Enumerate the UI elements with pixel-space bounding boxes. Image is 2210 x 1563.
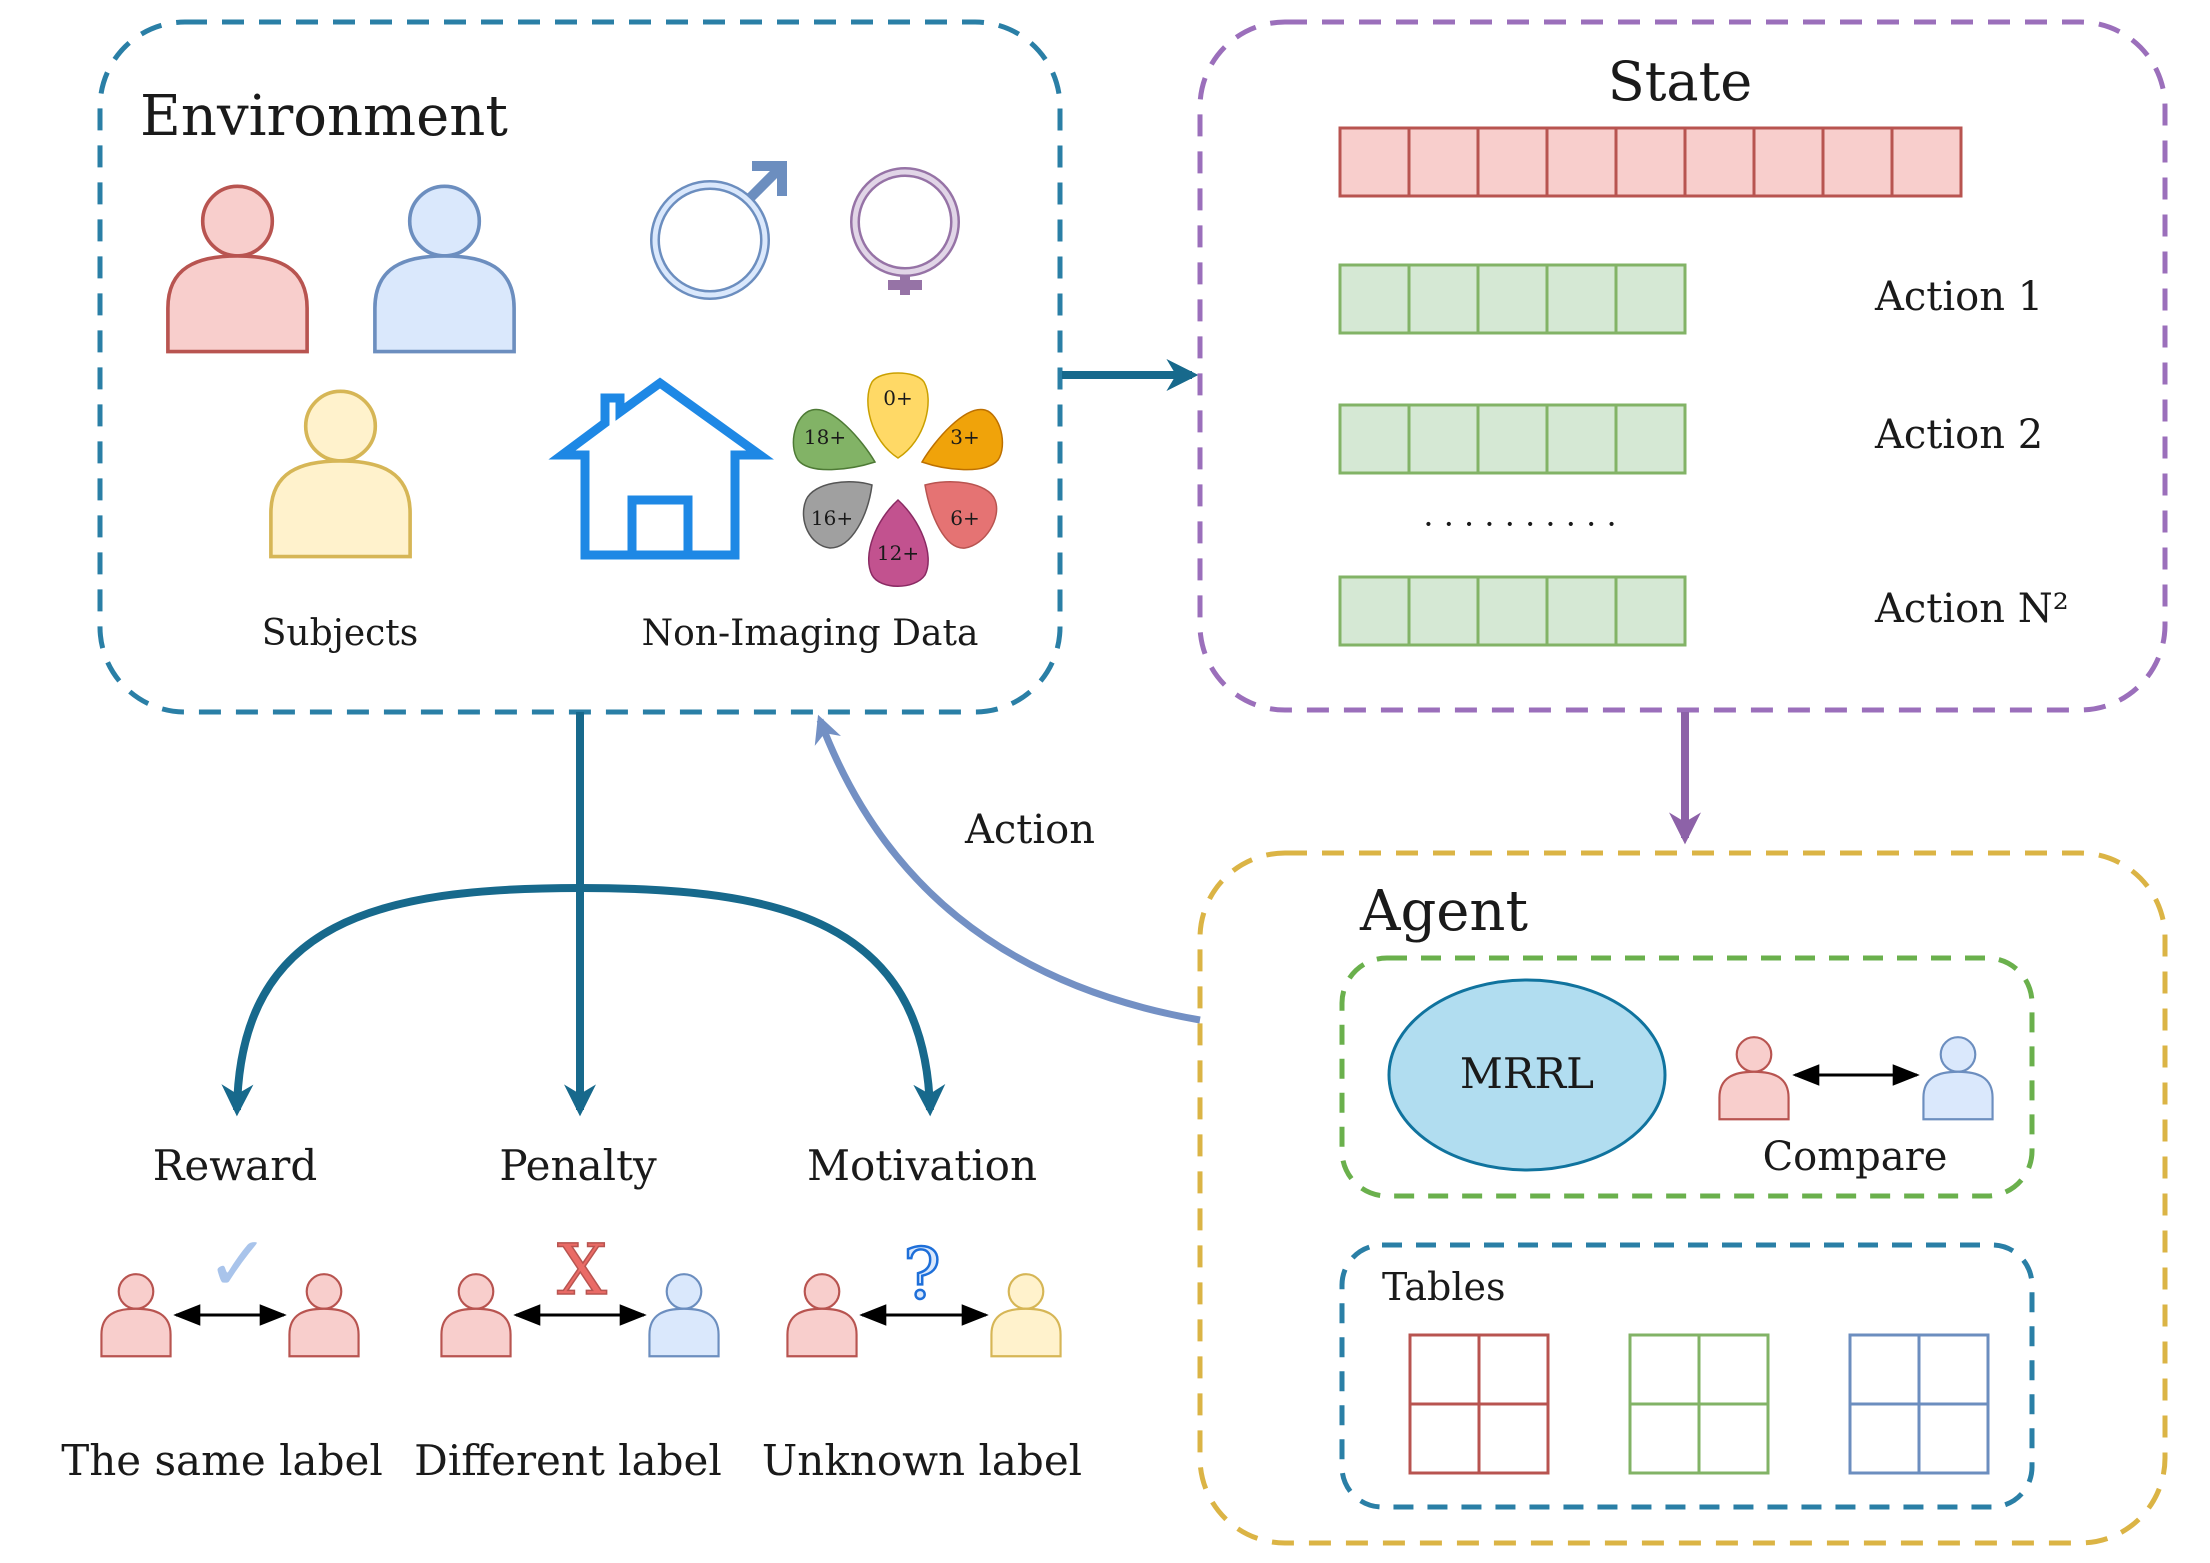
age-petal-12: 12+ [868,498,929,587]
age-ratings-icon: 0+ 3+ 6+ 12+ 16+ 18+ [792,372,1004,587]
reward-person-a-icon [100,1272,172,1358]
mrrl-model [1387,978,1667,1172]
state-title: State [1608,50,1753,113]
agent-panel: Agent MRRL Compare Tables [1197,850,2168,1546]
state-vector [1338,126,1963,198]
action-vector-1 [1338,263,1687,335]
check-icon: ✓ [206,1219,270,1308]
penalty-pair: X [440,1228,720,1358]
male-symbol-fill [652,182,768,298]
subjects-label: Subjects [262,613,418,654]
svg-text:0+: 0+ [883,386,912,410]
subject-yellow-icon [269,389,412,559]
table-blue [1848,1333,1990,1475]
environment-title: Environment [140,84,508,149]
reward-label: Reward [153,1141,317,1190]
action-1-label: Action 1 [1874,274,2043,320]
action-vector-n [1338,575,1687,647]
agent-title: Agent [1359,879,1528,944]
svg-text:3+: 3+ [950,425,979,449]
agent-to-env-arrow [814,714,1201,1024]
female-symbol-icon [850,167,960,295]
age-petal-18: 18+ [792,408,877,471]
tables-group-border [1339,1242,2035,1510]
subject-blue-icon [373,184,516,354]
tables-label: Tables [1382,1265,1506,1309]
motivation-label: Motivation [807,1141,1037,1190]
female-symbol-fill [852,169,958,275]
motivation-person-a-icon [786,1272,858,1358]
reward-person-b-icon [288,1272,360,1358]
action-label: Action [964,807,1095,853]
penalty-label: Penalty [499,1141,657,1190]
ellipsis: · · · · · · · · · · [1423,505,1616,543]
non-imaging-label: Non-Imaging Data [642,613,979,654]
reward-pair: ✓ [100,1219,360,1358]
action-2-label: Action 2 [1874,412,2043,458]
unknown-label-text: Unknown label [762,1436,1082,1485]
house-icon [548,377,774,560]
agent-border [1197,850,2168,1546]
same-label-text: The same label [61,1436,383,1485]
different-label-text: Different label [414,1436,722,1485]
compare-person-red-icon [1718,1035,1790,1121]
action-vector-2 [1338,403,1687,475]
reward-arrow [221,884,581,1117]
compare-person-blue-icon [1922,1035,1994,1121]
penalty-person-b-icon [648,1272,720,1358]
svg-text:12+: 12+ [877,541,919,565]
penalty-person-a-icon [440,1272,512,1358]
svg-text:6+: 6+ [950,506,979,530]
age-petal-3: 3+ [920,408,1004,471]
motivation-arrow [579,884,946,1117]
table-red [1408,1333,1550,1475]
motivation-person-b-icon [990,1272,1062,1358]
feedback-arrows [221,712,946,1117]
age-petal-16: 16+ [802,481,873,549]
svg-text:18+: 18+ [804,425,846,449]
x-icon: X [557,1229,607,1311]
question-icon: ? [903,1233,941,1315]
svg-text:16+: 16+ [811,506,853,530]
age-petal-6: 6+ [924,481,998,549]
state-panel: State Action 1 Action 2 · · · · · · · · … [1197,19,2168,713]
environment-panel: Environment Subjects 0+ [97,19,1063,715]
age-petal-0: 0+ [867,372,929,459]
subject-red-icon [166,184,309,354]
state-border [1197,19,2168,713]
mrrl-label: MRRL [1460,1049,1594,1098]
motivation-pair: ? [786,1232,1062,1358]
compare-label: Compare [1763,1134,1948,1180]
table-green [1628,1333,1770,1475]
action-n-label: Action N² [1874,586,2069,632]
model-group-border [1339,955,2035,1199]
